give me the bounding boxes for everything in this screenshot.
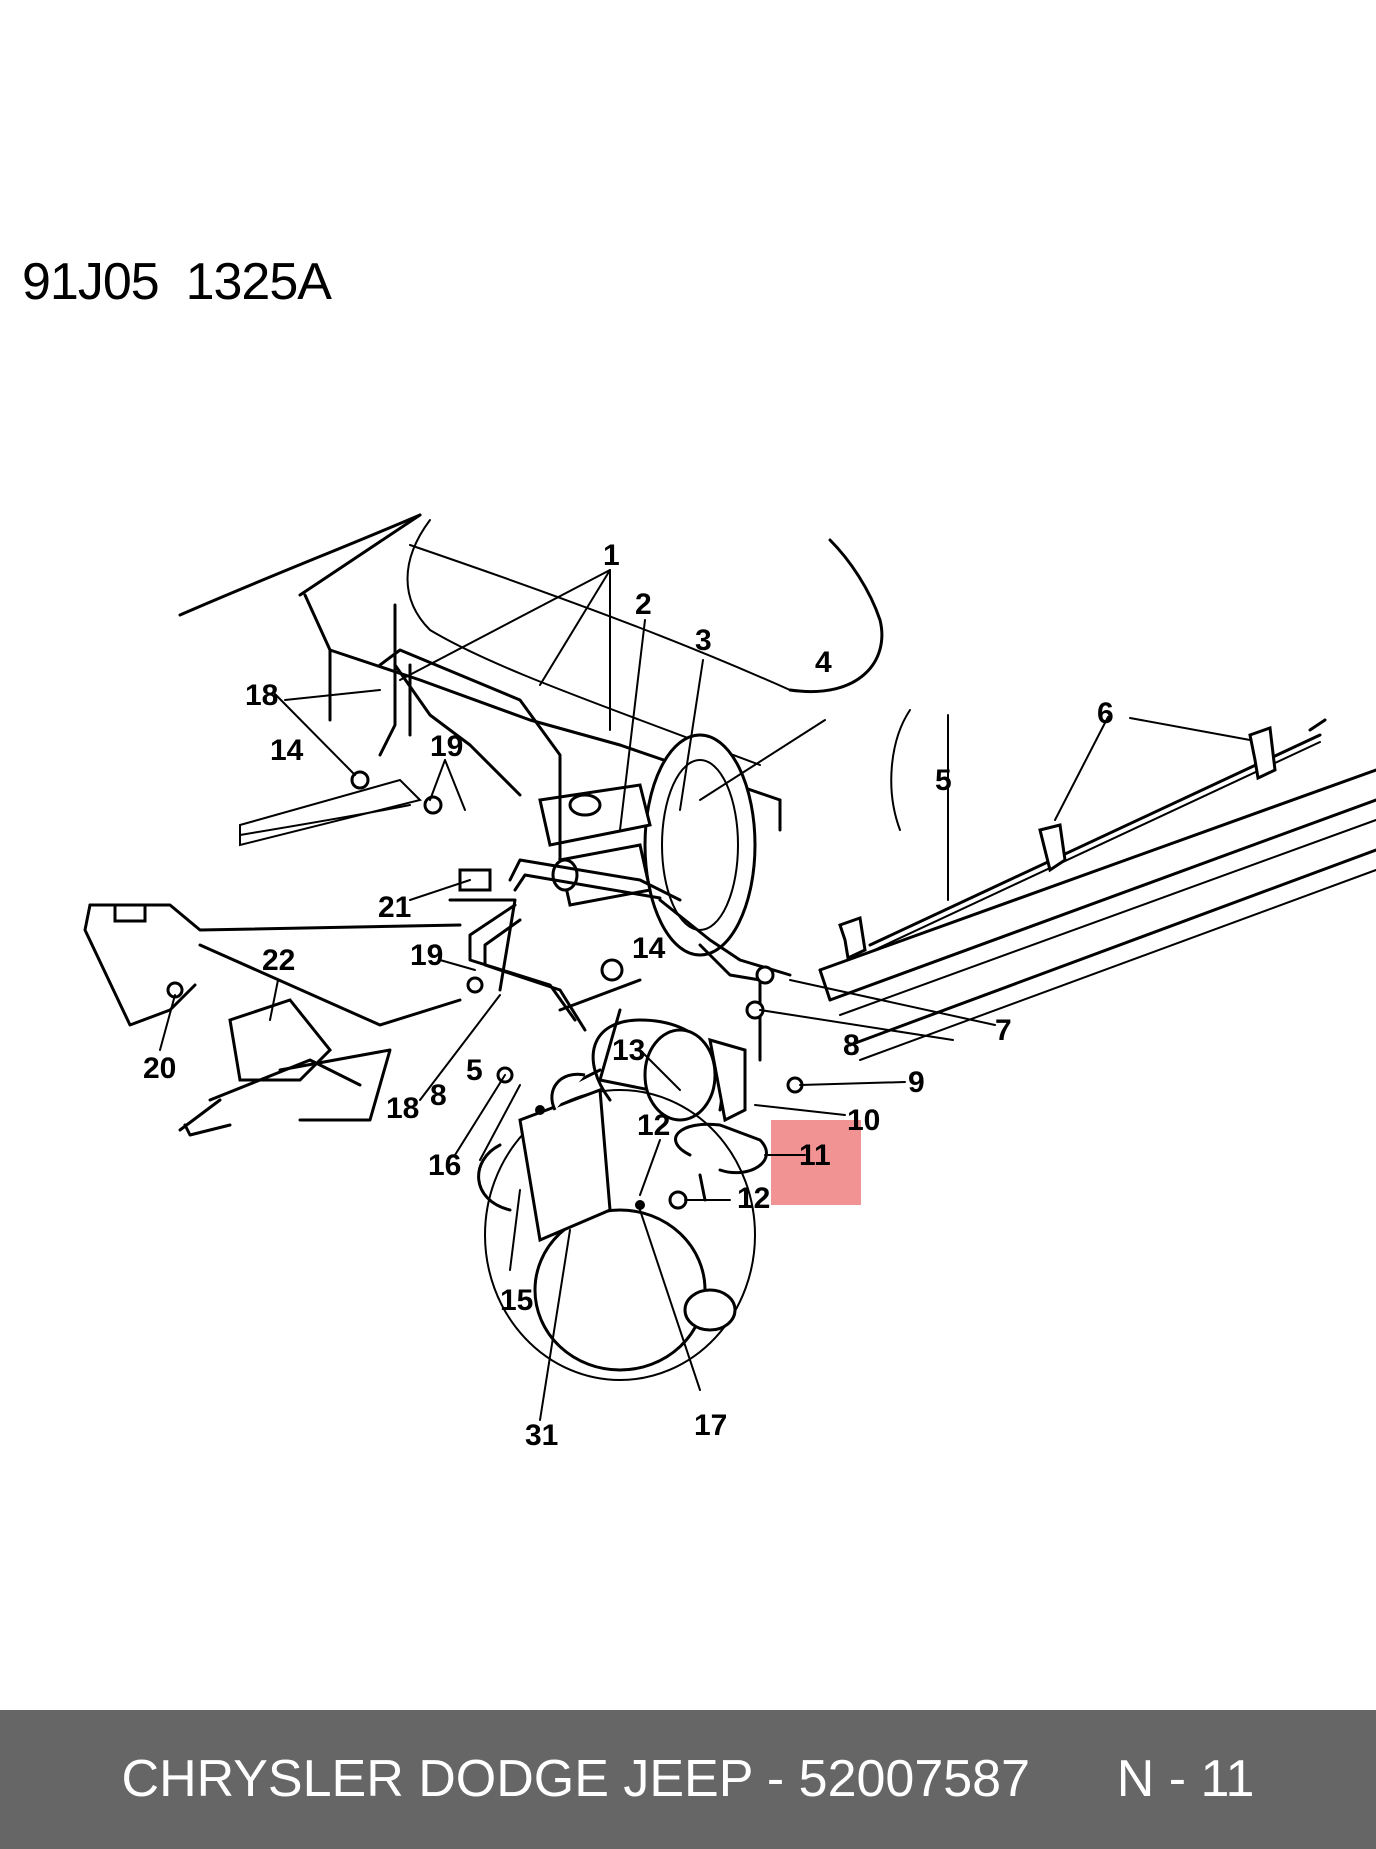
diagram-code: 91J05 1325A <box>22 253 332 311</box>
callout-19-top: 19 <box>430 730 463 763</box>
callout-7: 7 <box>995 1014 1012 1047</box>
callout-10: 10 <box>847 1104 880 1137</box>
callout-5-lower: 5 <box>466 1054 483 1087</box>
callout-16: 16 <box>428 1149 461 1182</box>
callout-12-lower: 12 <box>737 1182 770 1215</box>
callout-1: 1 <box>603 539 620 572</box>
leader-lines <box>159 569 1251 1421</box>
callout-21: 21 <box>378 891 411 924</box>
callout-8-lower: 8 <box>430 1079 447 1112</box>
fittings <box>113 770 804 1210</box>
brake-line-diagram: 1 2 3 4 5 6 7 8 9 10 11 12 12 13 14 14 1… <box>83 513 1376 1452</box>
footer-text: CHRYSLER DODGE JEEP - 52007587 N - 11 <box>0 1710 1376 1849</box>
callout-9: 9 <box>908 1066 925 1099</box>
callout-22: 22 <box>262 944 295 977</box>
callout-6: 6 <box>1097 697 1114 730</box>
callout-14-left: 14 <box>270 734 304 767</box>
callout-15: 15 <box>500 1284 533 1317</box>
callout-12-upper: 12 <box>637 1109 670 1142</box>
brake-tube-main <box>868 718 1327 953</box>
callout-20: 20 <box>143 1052 176 1085</box>
callout-18-top: 18 <box>245 679 278 712</box>
callout-13: 13 <box>612 1034 645 1067</box>
callout-31: 31 <box>525 1419 558 1452</box>
callout-18-bottom: 18 <box>386 1092 419 1125</box>
callouts: 1 2 3 4 5 6 7 8 9 10 11 12 12 13 14 14 1… <box>143 539 1114 1452</box>
callout-14-center: 14 <box>632 932 666 965</box>
highlight-box <box>771 1120 861 1205</box>
callout-2: 2 <box>635 588 652 621</box>
page-ref: N - 11 <box>1116 1750 1255 1808</box>
master-cylinder <box>538 733 757 957</box>
callout-17: 17 <box>694 1409 727 1442</box>
callout-3: 3 <box>695 624 712 657</box>
callout-8-right: 8 <box>843 1029 860 1062</box>
frame-rail <box>818 768 1376 1061</box>
footer-bar: CHRYSLER DODGE JEEP - 52007587 N - 11 <box>0 1710 1376 1849</box>
callout-11: 11 <box>799 1139 831 1172</box>
callout-19-mid: 19 <box>410 939 443 972</box>
part-brand-number: CHRYSLER DODGE JEEP - 52007587 <box>121 1750 1031 1808</box>
clip-group <box>838 725 1277 961</box>
wheel-assembly <box>477 1018 768 1381</box>
pedal-bracket <box>178 998 392 1137</box>
callout-4: 4 <box>815 646 832 679</box>
footer-spacer <box>1030 1750 1117 1808</box>
callout-5-rail: 5 <box>935 764 952 797</box>
